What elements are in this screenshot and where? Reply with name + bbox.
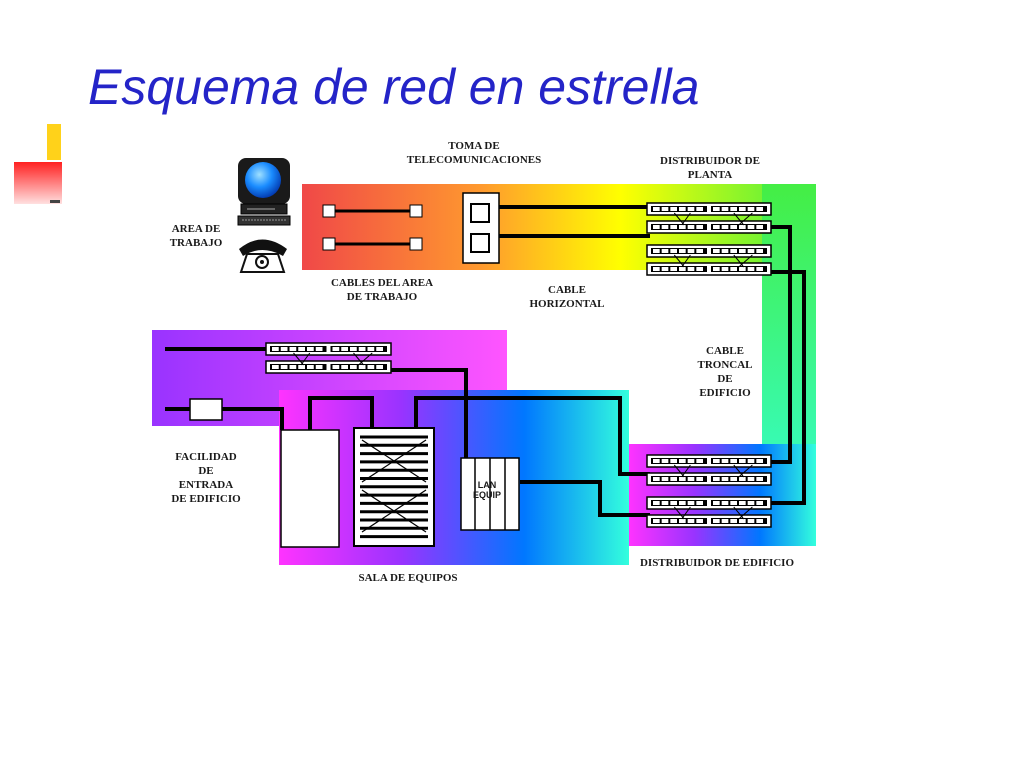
entrance-panel xyxy=(265,342,392,374)
label-backbone-cable: CABLE TRONCAL DE EDIFICIO xyxy=(697,345,753,399)
telecom-outlet xyxy=(462,192,500,264)
equipment-cabinet xyxy=(280,429,340,548)
cable-runs xyxy=(165,205,806,517)
slide-title: Esquema de red en estrella xyxy=(88,59,700,115)
patch-panels xyxy=(265,202,772,528)
lan-equipment xyxy=(460,457,520,531)
work-area-cables xyxy=(322,204,423,251)
entrance-protector xyxy=(189,398,223,421)
decor-red-square xyxy=(14,162,62,204)
telephone-icon xyxy=(239,239,287,273)
decor-yellow-square xyxy=(47,124,61,160)
floor-distributor-panel-a xyxy=(646,202,772,234)
equipment-room-items xyxy=(189,398,520,548)
decor-dash xyxy=(50,200,60,203)
label-equipment-room: SALA DE EQUIPOS xyxy=(358,572,458,584)
label-horizontal-cable: CABLE HORIZONTAL xyxy=(529,284,605,310)
label-lan-equipment: LAN EQUIP xyxy=(472,480,501,500)
building-distributor-panel-b xyxy=(646,496,772,528)
label-work-area-cables: CABLES DEL AREA DE TRABAJO xyxy=(330,277,434,303)
label-building-distributor: DISTRIBUIDOR DE EDIFICIO xyxy=(639,557,795,569)
label-floor-distributor: DISTRIBUIDOR DE PLANTA xyxy=(660,155,760,181)
building-distributor-panel-a xyxy=(646,454,772,486)
cross-connect xyxy=(353,427,435,547)
label-work-area: AREA DE TRABAJO xyxy=(169,223,223,249)
floor-distributor-panel-b xyxy=(646,244,772,276)
computer-icon xyxy=(237,158,291,226)
label-entrance-facility: FACILIDAD DE ENTRADA DE EDIFICIO xyxy=(171,451,241,505)
label-telecom-outlet: TOMA DE TELECOMUNICACIONES xyxy=(406,140,542,166)
